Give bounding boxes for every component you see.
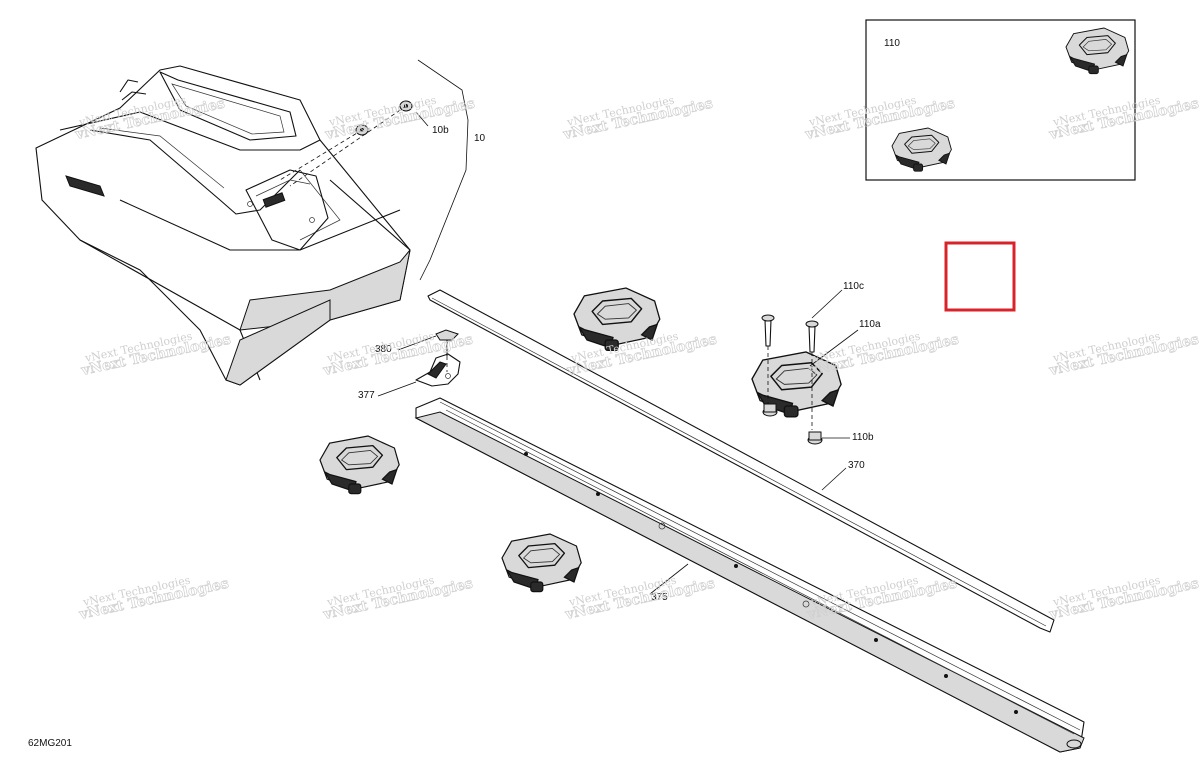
nut-110b-left [762, 403, 778, 417]
screw-110c-right [805, 320, 819, 353]
highlight-box [944, 241, 1016, 312]
seat-pad-assembly [35, 59, 469, 386]
nut-110b-right [807, 431, 823, 445]
diagram-reference-id: 62MG201 [28, 738, 72, 749]
inset-box-110 [865, 19, 1136, 181]
callout-370: 370 [848, 460, 865, 471]
rail-370 [427, 289, 1055, 633]
callout-10b: 10b [432, 125, 449, 136]
callout-10: 10 [474, 133, 486, 144]
callout-110: 110 [884, 38, 900, 49]
screw-110c-left [761, 314, 775, 347]
bolt-380 [435, 329, 459, 356]
rail-375 [414, 397, 1085, 753]
callout-110b: 110b [852, 432, 874, 443]
callout-110c: 110c [843, 281, 864, 292]
clamp-377 [415, 353, 461, 387]
callout-375: 375 [651, 592, 668, 603]
tie-down-anchor-left [319, 435, 400, 495]
callout-110a: 110a [859, 319, 881, 330]
tie-down-anchor-bottom [501, 533, 582, 593]
callout-377: 377 [358, 390, 375, 401]
callout-380: 380 [375, 344, 392, 355]
